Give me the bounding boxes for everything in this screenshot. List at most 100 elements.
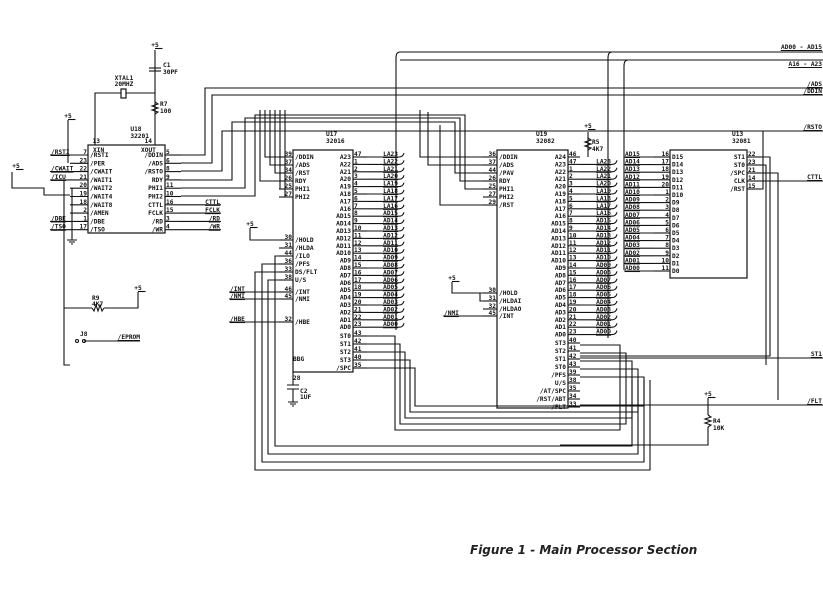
wire — [11, 172, 70, 196]
u17-pin-name: AD13 — [336, 228, 351, 235]
u19-pin-name: /HLDAI — [499, 298, 522, 305]
wire — [104, 292, 139, 309]
u17-pin-name: /HOLD — [295, 237, 314, 244]
u17-pin-name: /SPC — [336, 365, 351, 372]
u13-pin-number: 1 — [665, 189, 669, 196]
wire — [259, 110, 279, 182]
u13-pin-name: D14 — [672, 162, 683, 169]
u13-pin-name: D15 — [672, 154, 683, 161]
u17-pin-name: AD7 — [340, 272, 351, 279]
u19-net-label: /NMI — [444, 310, 459, 317]
bus-entry — [611, 197, 618, 202]
bus-entry — [398, 212, 405, 217]
wire — [367, 343, 627, 425]
vcc-label: +5 — [584, 123, 592, 130]
u17-pin-number: 17 — [354, 277, 362, 284]
u19-pin-number: 23 — [569, 329, 577, 336]
u13-net-label: AD15 — [625, 151, 640, 158]
u18-pin-number: 1 — [83, 215, 87, 222]
u17-net-label: AD13 — [383, 225, 398, 232]
u13-net-label: AD09 — [625, 197, 640, 204]
u18-pin-name: /CWAIT — [90, 169, 113, 176]
u18-pin-number: 13 — [93, 138, 101, 145]
u19-pin-number: 19 — [569, 299, 577, 306]
bus-entry — [398, 315, 405, 321]
bus-line — [607, 51, 613, 338]
u19-pin-number: 11 — [569, 240, 577, 247]
u17-net-label: AD06 — [383, 277, 398, 284]
u19-part-number: 32082 — [536, 138, 555, 145]
wire — [181, 87, 823, 156]
u17-pin-name: ST1 — [340, 341, 351, 348]
bus-entry — [611, 182, 618, 188]
u13-net-label: AD04 — [625, 235, 640, 242]
u18-pin-name: /WAIT1 — [90, 177, 113, 184]
u13-pin-name: D2 — [672, 253, 680, 260]
u13-net-label: AD14 — [625, 159, 640, 166]
u17-pin-number: 2 — [354, 166, 358, 173]
u19-pin-name: RDY — [499, 178, 510, 185]
u18-net-label: /DBE — [51, 215, 66, 222]
u19-pin-name: AD0 — [555, 332, 566, 339]
u19-pin-name: /RST — [499, 202, 514, 209]
u17-pin-name: PHI1 — [295, 186, 310, 193]
u19-pin-name: ST0 — [555, 364, 566, 371]
u19-pin-name: ST2 — [555, 348, 566, 355]
u19-pin-name: AD9 — [555, 265, 566, 272]
capacitor-icon — [287, 384, 299, 390]
u13-pin-number: 16 — [662, 151, 670, 158]
u17-net-label: LA20 — [383, 173, 398, 180]
u18-net-label: /RSTI — [51, 149, 70, 156]
wire — [254, 271, 651, 471]
u18-pin-number: 3 — [166, 215, 170, 222]
u17-pin-number: 41 — [354, 346, 362, 353]
u19-net-label: LA23 — [596, 158, 611, 165]
wire — [367, 351, 633, 419]
u19-pin-name: AD1 — [555, 324, 566, 331]
wire — [267, 279, 639, 455]
u13-net-label: AD00 — [625, 265, 640, 272]
u19-pin-name: A22 — [555, 169, 566, 176]
u13-reference: U13 — [732, 131, 743, 138]
u19-net-label: AD06 — [596, 284, 611, 291]
bus-entry — [611, 308, 618, 313]
wire — [367, 335, 621, 431]
wire — [261, 263, 645, 463]
u17-pin-number: 7 — [354, 203, 358, 210]
u19-pin-number: 22 — [569, 321, 577, 328]
u17-pin-name: A23 — [340, 154, 351, 161]
bus-entry — [398, 263, 405, 269]
bus-entry — [611, 160, 618, 165]
u17-pin-number: 21 — [354, 306, 362, 313]
u17-net-label: AD08 — [383, 262, 398, 269]
vcc-label: +5 — [704, 391, 712, 398]
u17-pin-number: 35 — [354, 362, 362, 369]
u17-net-label: AD07 — [383, 269, 398, 276]
u13-pin-number: 10 — [662, 257, 670, 264]
vcc-label: +5 — [151, 42, 159, 49]
u17-net-label: LA19 — [383, 181, 398, 188]
u19-pin-name: /INT — [499, 313, 514, 320]
u19-pin-name: /DDIN — [499, 154, 518, 161]
bus-entry — [611, 286, 618, 291]
wire — [439, 125, 483, 206]
u17-pin-number: 33 — [285, 266, 293, 273]
u19-pin-name: AD4 — [555, 302, 566, 309]
r9-ref: R9 — [92, 295, 100, 302]
u17-pin-number: 10 — [354, 225, 362, 232]
u17-pin-number: 37 — [285, 159, 293, 166]
u19-net-label: AD00 — [596, 329, 611, 336]
u19-pin-number: 20 — [569, 306, 577, 313]
u19-net-label: AD04 — [596, 299, 611, 306]
u17-pin-number: 22 — [354, 314, 362, 321]
u19-net-label: AD01 — [596, 321, 611, 328]
wire — [181, 130, 823, 172]
u18-net-label: /RD — [209, 215, 220, 222]
u13-pin-name: D4 — [672, 238, 680, 245]
u19-pin-name: A23 — [555, 161, 566, 168]
r7-ref: R7 — [160, 101, 168, 108]
bus-entry — [398, 197, 405, 202]
u19-pin-name: AD11 — [551, 250, 566, 257]
u17-pin-number: 23 — [354, 321, 362, 328]
u13-net-label: AD08 — [625, 204, 640, 211]
